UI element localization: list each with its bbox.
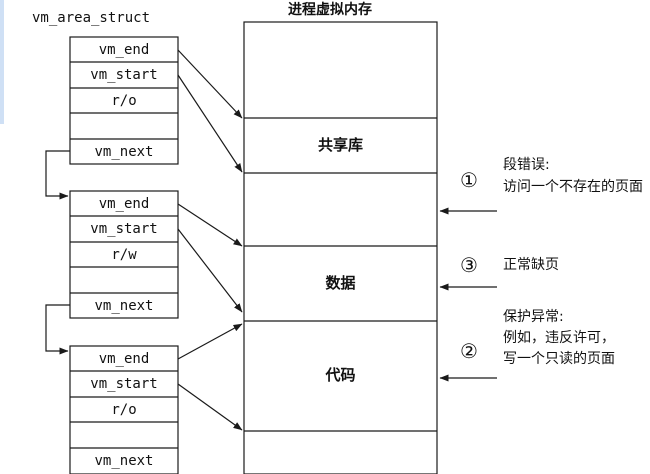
struct-2-field-perm: r/w: [111, 247, 137, 263]
annotation-2-line-2: 例如，违反许可，: [503, 330, 615, 346]
annotation-1-number: ①: [460, 168, 478, 192]
struct-2-field-vm-end: vm_end: [98, 196, 150, 212]
left-edge-strip: [0, 0, 4, 124]
region-label-code: 代码: [325, 366, 356, 384]
pointer-arrow-data-start: [177, 203, 243, 247]
vm-next-link-2: [45, 304, 70, 355]
annotation-3-number: ③: [460, 253, 478, 277]
struct-3-field-perm: r/o: [111, 402, 137, 418]
annotation-2-number: ②: [460, 339, 478, 363]
annotation-2-line-1: 保护异常:: [503, 309, 564, 325]
pointer-arrow-shared-lib-start: [177, 49, 243, 119]
vm-area-struct-2: [69, 190, 179, 319]
virtual-memory-column: [243, 21, 438, 474]
struct-3-field-vm-start: vm_start: [90, 376, 158, 392]
struct-1-field-vm-end: vm_end: [98, 42, 150, 58]
struct-3-field-vm-end: vm_end: [98, 351, 150, 367]
vm-column-outline: [243, 21, 438, 474]
vm-title: 进程虚拟内存: [288, 2, 372, 18]
annotation-2-line-3: 写一个只读的页面: [503, 351, 615, 367]
pointer-arrow-shared-lib-end: [177, 74, 243, 173]
struct-2-outline: [69, 190, 179, 319]
struct-1-field-vm-next: vm_next: [94, 144, 154, 160]
struct-1-field-vm-start: vm_start: [90, 67, 158, 83]
pointer-arrow-code-end: [177, 383, 243, 431]
struct-3-field-vm-next: vm_next: [94, 453, 154, 469]
region-label-shared-lib: 共享库: [317, 136, 363, 154]
struct-2-field-vm-start: vm_start: [90, 221, 158, 237]
pointer-arrow-code-start: [177, 323, 243, 360]
struct-1-outline: [69, 36, 179, 165]
struct-2-field-vm-next: vm_next: [94, 298, 154, 314]
vm-area-struct-1: [69, 36, 179, 165]
region-label-data: 数据: [325, 274, 356, 292]
vm-area-struct-3: [69, 345, 179, 474]
annotation-1-line-2: 访问一个不存在的页面: [503, 179, 643, 195]
struct-3-outline: [69, 345, 179, 474]
annotation-1-line-1: 段错误:: [503, 157, 550, 173]
struct-1-field-perm: r/o: [111, 93, 137, 109]
annotation-3-line-1: 正常缺页: [503, 257, 559, 273]
vm-next-link-1: [45, 150, 70, 200]
pointer-arrow-data-end: [177, 228, 243, 313]
struct-title: vm_area_struct: [32, 10, 151, 26]
